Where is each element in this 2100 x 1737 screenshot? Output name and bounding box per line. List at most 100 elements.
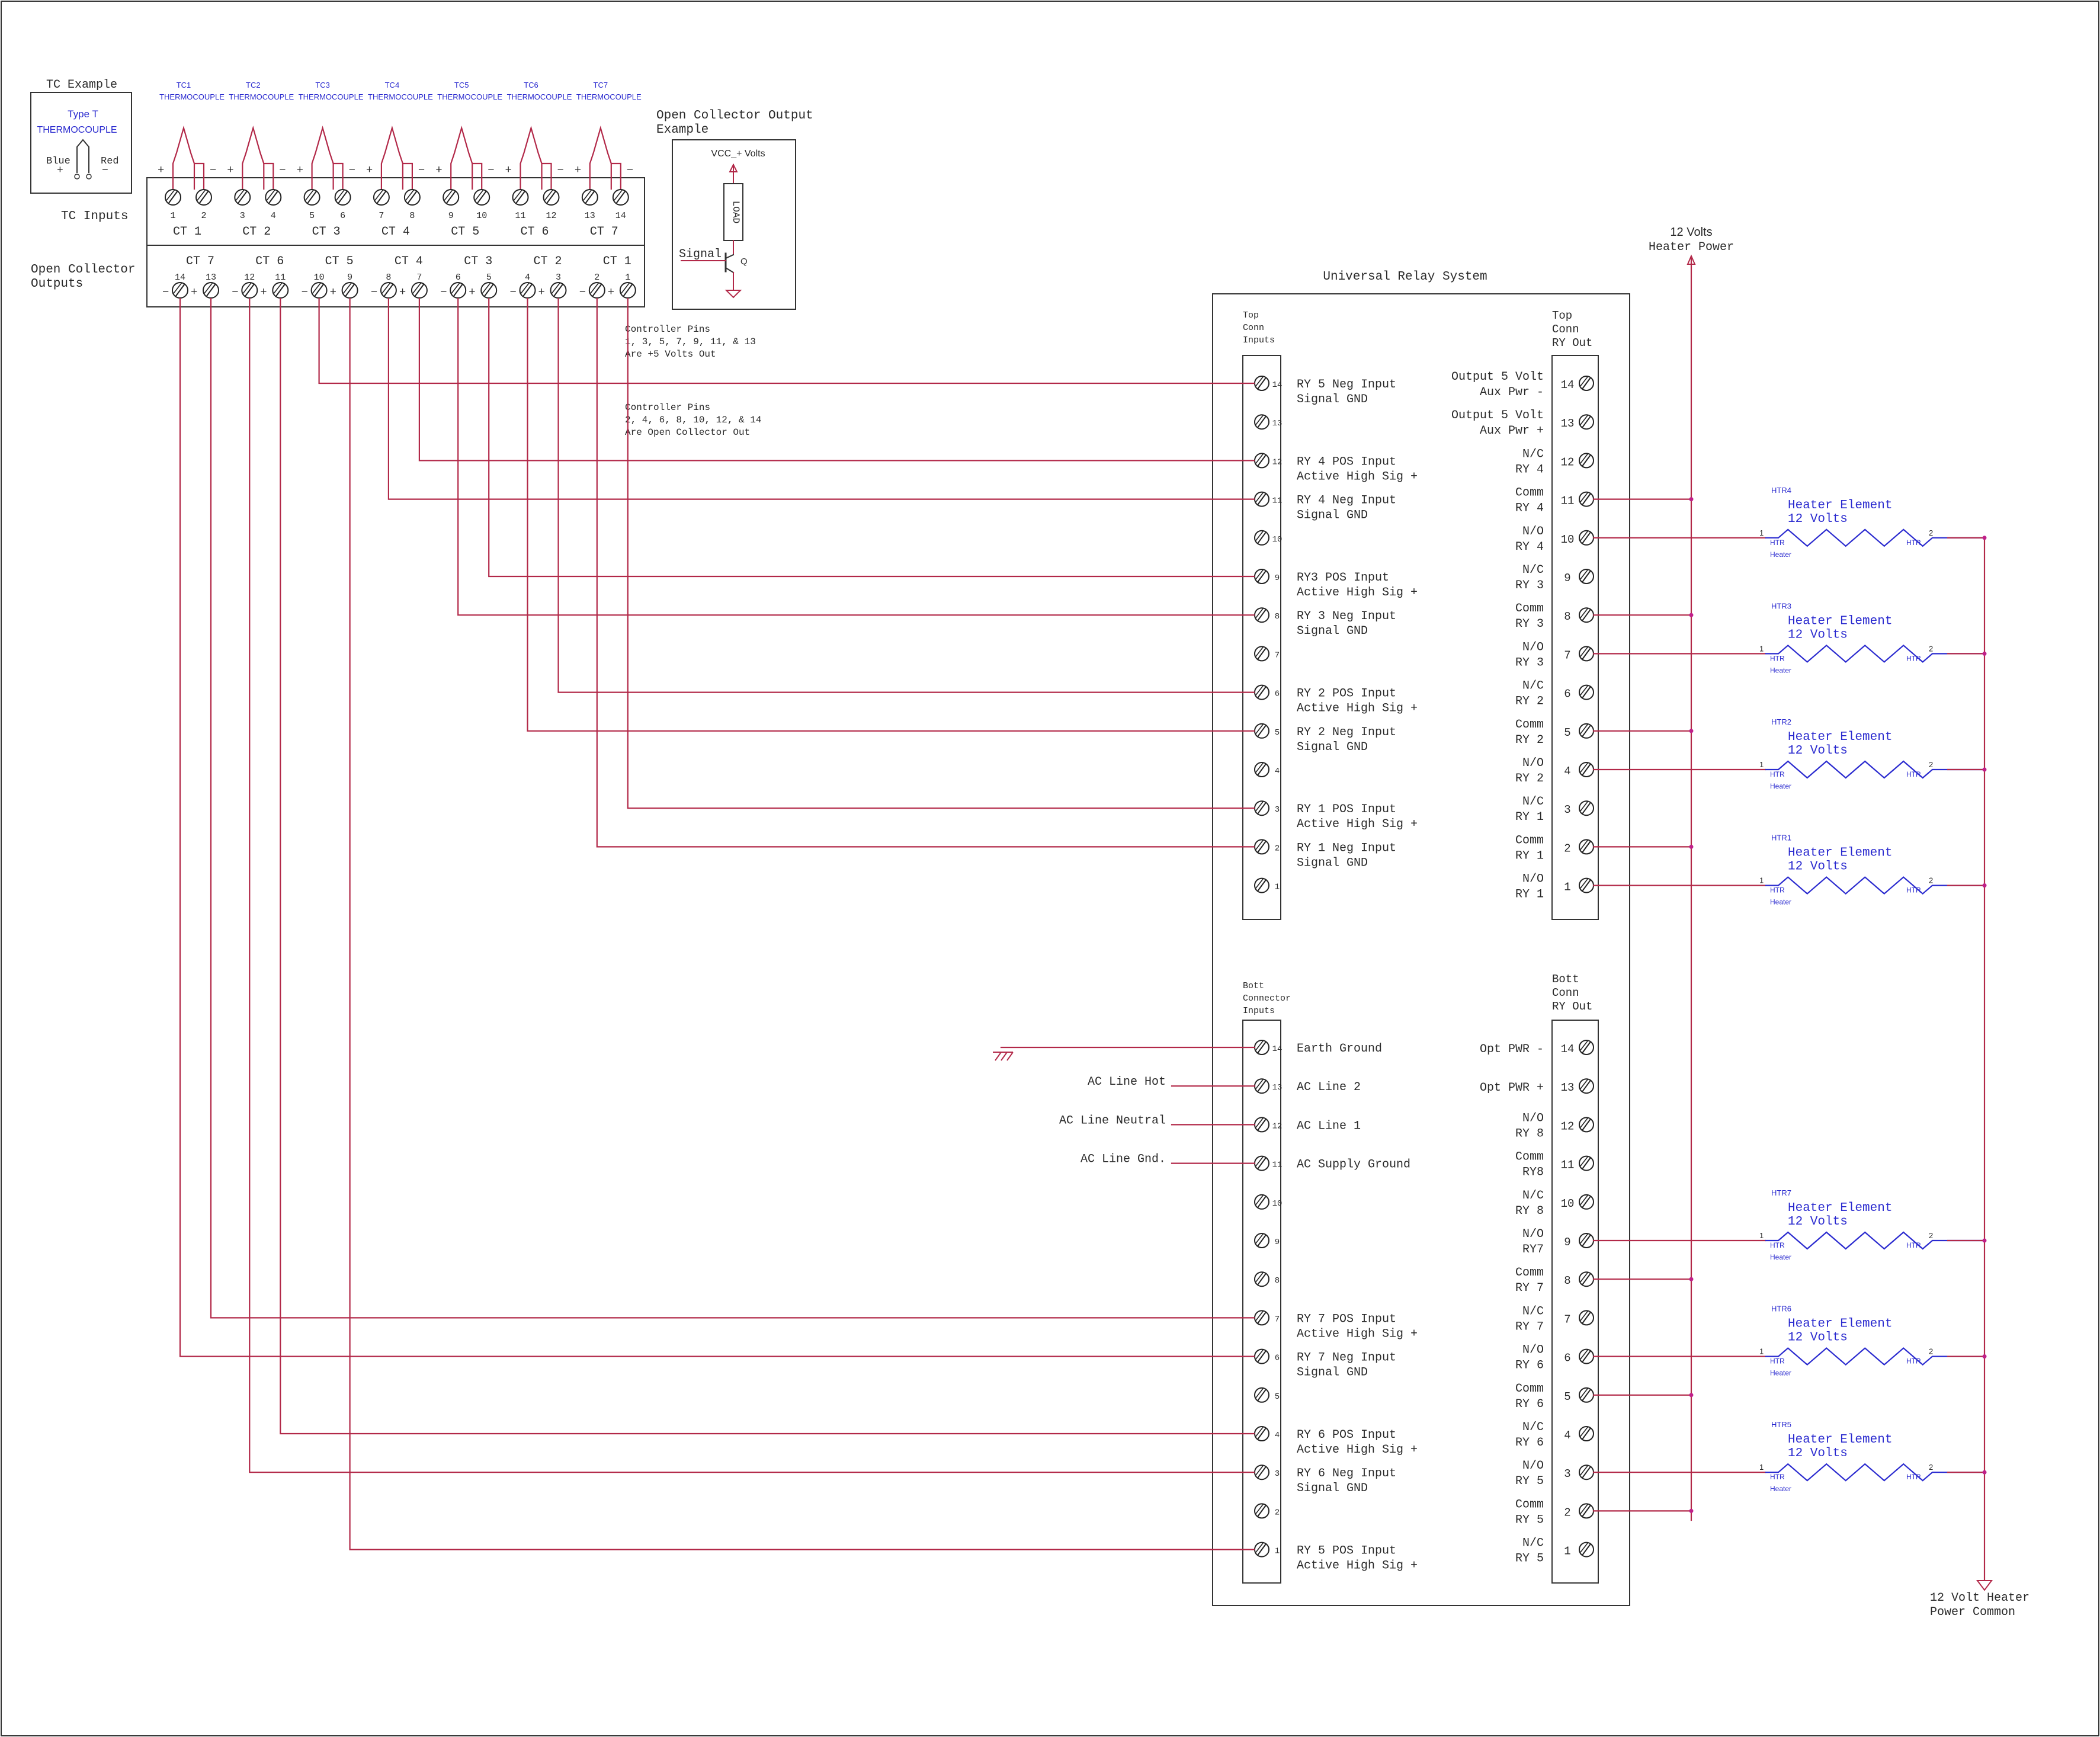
oc-pin-number: 4 <box>525 273 530 283</box>
top-output-screw-4-slot-2 <box>1580 762 1589 773</box>
bott-input-screw-2-slot <box>1257 1505 1267 1517</box>
top-output-screw-11-slot-2 <box>1580 492 1589 502</box>
heater-pin1: 1 <box>1759 1347 1764 1356</box>
bott-output-screw-13-slot-2 <box>1580 1079 1589 1089</box>
ac-line-label: AC Line Hot <box>1088 1075 1166 1089</box>
top-input-screw-3-slot <box>1257 802 1267 814</box>
bott-input-screw-8-slot-2 <box>1255 1272 1264 1283</box>
tc-terminal-screw-4-slot-2 <box>266 190 275 201</box>
top-input-screw-2-slot <box>1257 841 1267 853</box>
thermocouple-6-minus: − <box>557 164 564 177</box>
thermocouple-5-plus: + <box>435 164 442 177</box>
tc-channel-label: CT 4 <box>381 225 410 239</box>
heater-pin1: 1 <box>1759 644 1764 653</box>
tc-channel-label: CT 1 <box>173 225 201 239</box>
oc-example-box <box>672 139 796 310</box>
bott-input-pin-number: 13 <box>1272 1083 1283 1092</box>
top-output-pin-number: 1 <box>1564 881 1570 894</box>
thermocouple-4-plus: + <box>366 164 373 177</box>
top-input-pin-number: 3 <box>1275 805 1280 815</box>
tc-example-pin-right <box>86 174 92 180</box>
heater-power-volts: 12 Volts <box>1670 226 1712 239</box>
tc-terminal-screw-13-slot-2 <box>583 190 592 201</box>
bott-input-pin-number: 7 <box>1275 1315 1280 1324</box>
thermocouple-4-lead <box>402 162 413 190</box>
top-input-screw-5-slot-2 <box>1255 723 1264 735</box>
bott-output-screw-11-slot-2 <box>1580 1156 1589 1166</box>
bott-input-screw-7-slot-2 <box>1255 1310 1264 1321</box>
earth-ground-symbol <box>993 1052 1014 1061</box>
top-output-screw-11-slot <box>1582 493 1591 505</box>
top-output-screw-12-slot-2 <box>1580 453 1589 464</box>
bott-input-pin-number: 8 <box>1275 1276 1280 1286</box>
heater-pin1: 1 <box>1759 876 1764 885</box>
top-input-screw-11-slot-2 <box>1255 492 1264 502</box>
bott-output-screw-7-slot <box>1582 1312 1591 1323</box>
thermocouple-4-name: THERMOCOUPLE <box>368 92 433 101</box>
bott-output-screw-11-slot <box>1582 1158 1591 1169</box>
bott-input-pin-number: 4 <box>1275 1431 1280 1440</box>
oc-plus-sign: + <box>608 286 614 299</box>
top-output-pin-number: 11 <box>1561 495 1575 508</box>
thermocouple-1-lead <box>194 162 205 190</box>
bott-output-screw-3-slot <box>1582 1466 1591 1478</box>
heater-pin2: 2 <box>1929 760 1933 769</box>
thermocouple-2-lead <box>264 162 274 190</box>
bott-output-screw-13-slot <box>1582 1080 1591 1092</box>
heater-ref: HTR2 <box>1771 717 1791 726</box>
tc-example-name: THERMOCOUPLE <box>37 125 117 135</box>
oc-minus-sign: − <box>162 286 169 299</box>
bott-output-screw-14-slot-2 <box>1580 1040 1589 1051</box>
tc-terminal-screw-8-slot-2 <box>405 190 415 201</box>
bott-output-screw-5-slot-2 <box>1580 1387 1589 1399</box>
oc-terminal-screw-2-slot <box>592 284 602 297</box>
thermocouple-3-minus: − <box>349 164 355 177</box>
top-output-screw-2-slot <box>1582 841 1591 853</box>
tc-terminal-screw-12-slot-2 <box>544 190 553 201</box>
bott-input-screw-4-slot <box>1257 1428 1267 1440</box>
oc-channel-label: CT 6 <box>255 255 284 268</box>
bott-input-screw-2-slot-2 <box>1255 1504 1264 1514</box>
common-rail-junction <box>1982 883 1987 888</box>
tc-terminal-screw-14-slot-2 <box>614 190 623 201</box>
heater-htr-left: HTR <box>1770 1241 1785 1249</box>
top-output-pin-number: 9 <box>1564 572 1570 585</box>
heater-ref: HTR7 <box>1771 1188 1791 1197</box>
bott-input-screw-6-slot <box>1257 1351 1267 1363</box>
power-rail-junction <box>1689 1277 1694 1281</box>
oc-minus-sign: − <box>440 286 447 299</box>
heater-pin1: 1 <box>1759 1463 1764 1472</box>
bott-input-screw-10-slot <box>1257 1196 1267 1208</box>
thermocouple-5-name: THERMOCOUPLE <box>437 92 502 101</box>
heater-htr-left: HTR <box>1770 654 1785 662</box>
bott-output-screw-4-slot-2 <box>1580 1427 1589 1437</box>
tc-terminal-screw-14-slot <box>615 191 626 204</box>
bott-input-screw-9-slot <box>1257 1235 1267 1246</box>
controller-to-relay-wire-4 <box>527 298 1255 732</box>
top-input-screw-13-slot <box>1257 416 1267 428</box>
heater-pin1: 1 <box>1759 1231 1764 1240</box>
thermocouple-1-symbol <box>172 125 195 190</box>
top-output-pin-number: 2 <box>1564 842 1570 855</box>
tc-terminal-screw-6-slot <box>338 191 348 204</box>
top-input-pin-number: 6 <box>1275 690 1280 699</box>
oc-terminal-screw-9-slot <box>345 284 355 297</box>
oc-terminal-screw-6-slot <box>453 284 463 297</box>
bott-output-screw-5-slot <box>1582 1389 1591 1401</box>
oc-minus-sign: − <box>510 286 517 299</box>
oc-terminal-screw-11-slot <box>275 284 286 297</box>
heater-htr-right: HTR <box>1906 1241 1921 1249</box>
